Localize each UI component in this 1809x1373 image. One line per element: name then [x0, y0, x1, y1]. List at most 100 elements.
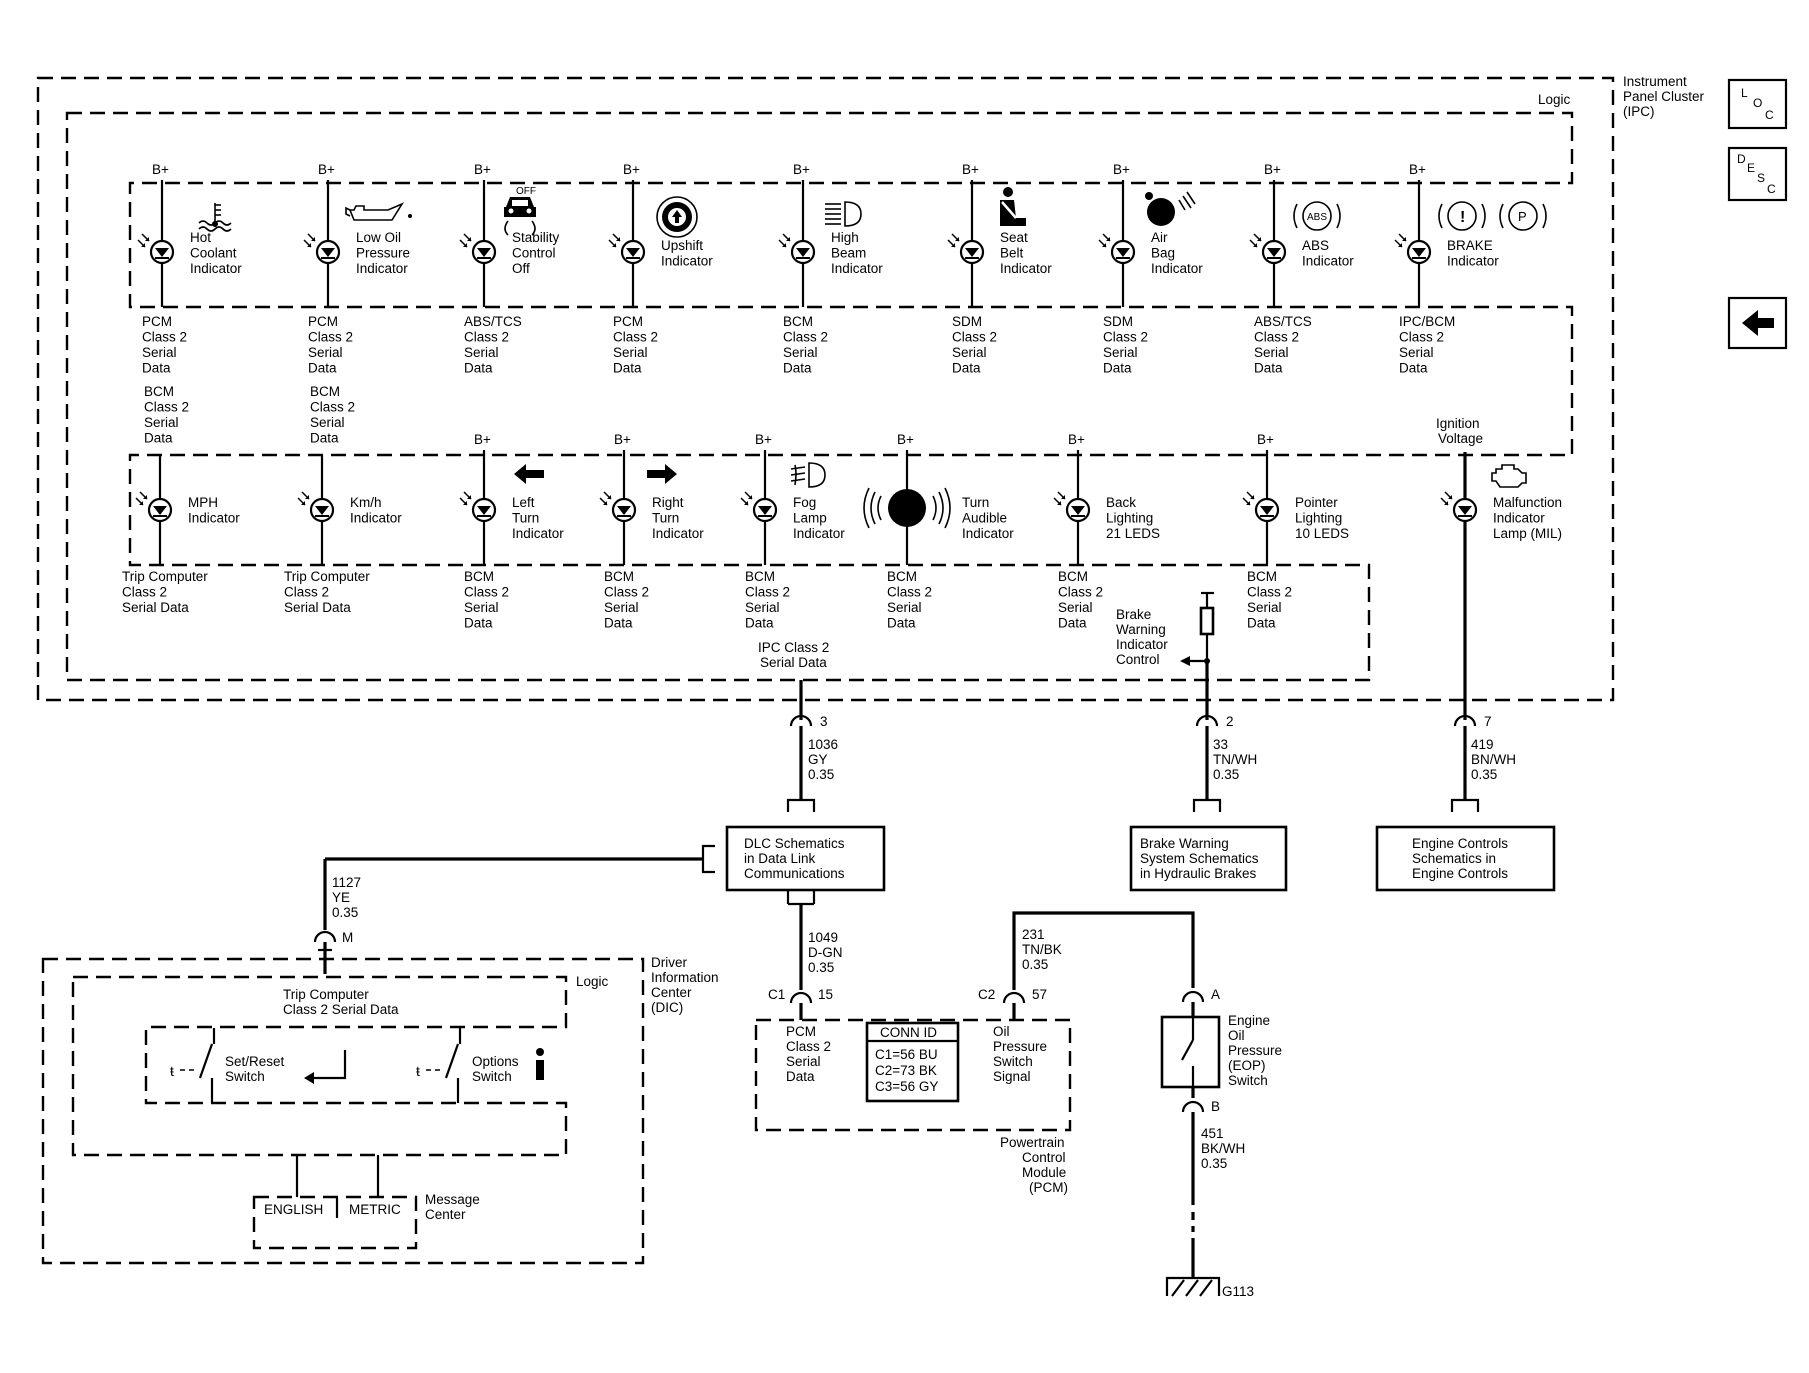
dic-module: Driver Information Center (DIC) Logic Tr…: [41, 955, 719, 1265]
svg-text:0.35: 0.35: [1471, 767, 1497, 782]
indicator-label: BRAKE: [1447, 238, 1493, 253]
svg-text:419: 419: [1471, 737, 1494, 752]
indicator-label: Indicator: [831, 261, 883, 276]
b-plus-label: B+: [623, 162, 640, 177]
abs-icon: ABS: [1293, 201, 1341, 231]
led-bulb-symbol: [136, 232, 175, 265]
svg-text:451: 451: [1201, 1126, 1224, 1141]
b-plus-label: B+: [962, 162, 979, 177]
svg-text:METRIC: METRIC: [349, 1202, 401, 1217]
svg-text:BK/WH: BK/WH: [1201, 1141, 1245, 1156]
svg-text:0.35: 0.35: [1213, 767, 1239, 782]
serial-data-source: Serial: [1103, 345, 1138, 360]
desc-button[interactable]: D E S C: [1727, 146, 1788, 202]
svg-text:Indicator: Indicator: [1116, 637, 1168, 652]
serial-data-source: Class 2: [1058, 585, 1103, 600]
led-bulb-symbol: [458, 490, 497, 523]
left-arrow-icon: [514, 464, 544, 484]
svg-text:B: B: [1211, 1099, 1220, 1114]
led-bulb-symbol: [302, 232, 341, 265]
serial-data-source: Serial: [310, 415, 345, 430]
led-bulb-symbol: [1052, 490, 1091, 523]
back-button[interactable]: [1727, 296, 1788, 350]
svg-text:0.35: 0.35: [1022, 957, 1048, 972]
svg-text:Switch: Switch: [1228, 1073, 1268, 1088]
serial-data-source: Class 2: [887, 585, 932, 600]
serial-data-source: Class 2: [284, 585, 329, 600]
led-bulb-symbol: [739, 490, 778, 523]
loc-button[interactable]: L O C: [1727, 78, 1788, 130]
left-arrow-icon: [1742, 310, 1774, 336]
svg-text:Switch: Switch: [225, 1069, 265, 1084]
serial-data-source: BCM: [604, 569, 634, 584]
indicator-label: Indicator: [1302, 254, 1354, 269]
ground-g113: G113: [1165, 1276, 1254, 1299]
serial-data-source: Data: [1399, 361, 1428, 376]
serial-data-source: Data: [783, 361, 812, 376]
indicator-label: Pressure: [356, 246, 410, 261]
svg-text:L: L: [1741, 86, 1748, 100]
svg-text:Class 2 Serial Data: Class 2 Serial Data: [283, 1002, 399, 1017]
serial-data-source: Class 2: [1399, 330, 1444, 345]
serial-data-source: Data: [310, 431, 339, 446]
serial-data-source: SDM: [1103, 314, 1133, 329]
svg-text:C2: C2: [978, 987, 995, 1002]
indicator-label: Stability: [512, 230, 560, 245]
serial-data-source: Data: [952, 361, 981, 376]
ignition-voltage-label: Ignition Voltage: [1436, 416, 1483, 446]
serial-data-source: Class 2: [613, 330, 658, 345]
svg-text:ABS: ABS: [1307, 212, 1327, 223]
indicator-label: Audible: [962, 511, 1007, 526]
svg-text:0.35: 0.35: [808, 767, 834, 782]
engine-controls-ref[interactable]: Engine Controls Schematics in Engine Con…: [1375, 825, 1556, 892]
circuit-33: 2 33 TN/WH 0.35: [1192, 661, 1257, 812]
fog-lamp-icon: [790, 462, 826, 488]
indicator-label: Lighting: [1106, 511, 1153, 526]
svg-text:C2=73 BK: C2=73 BK: [875, 1063, 937, 1078]
ground-label: G113: [1222, 1284, 1254, 1299]
svg-text:ENGLISH: ENGLISH: [264, 1202, 323, 1217]
ipc-logic-label: Logic: [1538, 92, 1571, 107]
serial-data-source: Class 2: [308, 330, 353, 345]
serial-data-source: Class 2: [745, 585, 790, 600]
svg-text:Brake: Brake: [1116, 607, 1151, 622]
b-plus-label: B+: [474, 162, 491, 177]
serial-data-source: ABS/TCS: [1254, 314, 1312, 329]
brake-icon: ! P: [1438, 201, 1547, 231]
led-bulb-symbol: [134, 490, 173, 523]
serial-data-source: SDM: [952, 314, 982, 329]
indicator-label: Indicator: [350, 511, 402, 526]
svg-text:M: M: [342, 930, 353, 945]
brake-warning-ref[interactable]: Brake Warning System Schematics in Hydra…: [1129, 825, 1288, 892]
svg-text:(PCM): (PCM): [1029, 1180, 1068, 1195]
led-bulb-symbol: [777, 232, 816, 265]
serial-data-source: Data: [142, 361, 171, 376]
svg-text:Module: Module: [1022, 1165, 1066, 1180]
led-bulb-symbol: [1439, 490, 1478, 523]
circuit-231: 231 TN/BK 0.35 C2 57: [978, 911, 1195, 1020]
serial-data-source: Class 2: [310, 400, 355, 415]
serial-data-source: Serial: [144, 415, 179, 430]
svg-text:1127: 1127: [332, 875, 361, 890]
serial-data-source: Trip Computer: [122, 569, 208, 584]
dlc-schematics-ref[interactable]: DLC Schematics in Data Link Communicatio…: [725, 825, 886, 892]
svg-text:Oil: Oil: [993, 1024, 1010, 1039]
svg-text:Control: Control: [1116, 652, 1160, 667]
indicator-label: Bag: [1151, 246, 1175, 261]
b-plus-label: B+: [755, 432, 772, 447]
svg-text:!: !: [1460, 209, 1465, 226]
serial-data-source: Class 2: [464, 330, 509, 345]
serial-data-source: Data: [1247, 616, 1276, 631]
serial-data-source: Serial: [783, 345, 818, 360]
svg-text:57: 57: [1032, 987, 1047, 1002]
ipc-outer-boundary: [36, 76, 1615, 702]
b-plus-label: B+: [897, 432, 914, 447]
indicator-label: Malfunction: [1493, 495, 1562, 510]
svg-text:Set/Reset: Set/Reset: [225, 1054, 285, 1069]
